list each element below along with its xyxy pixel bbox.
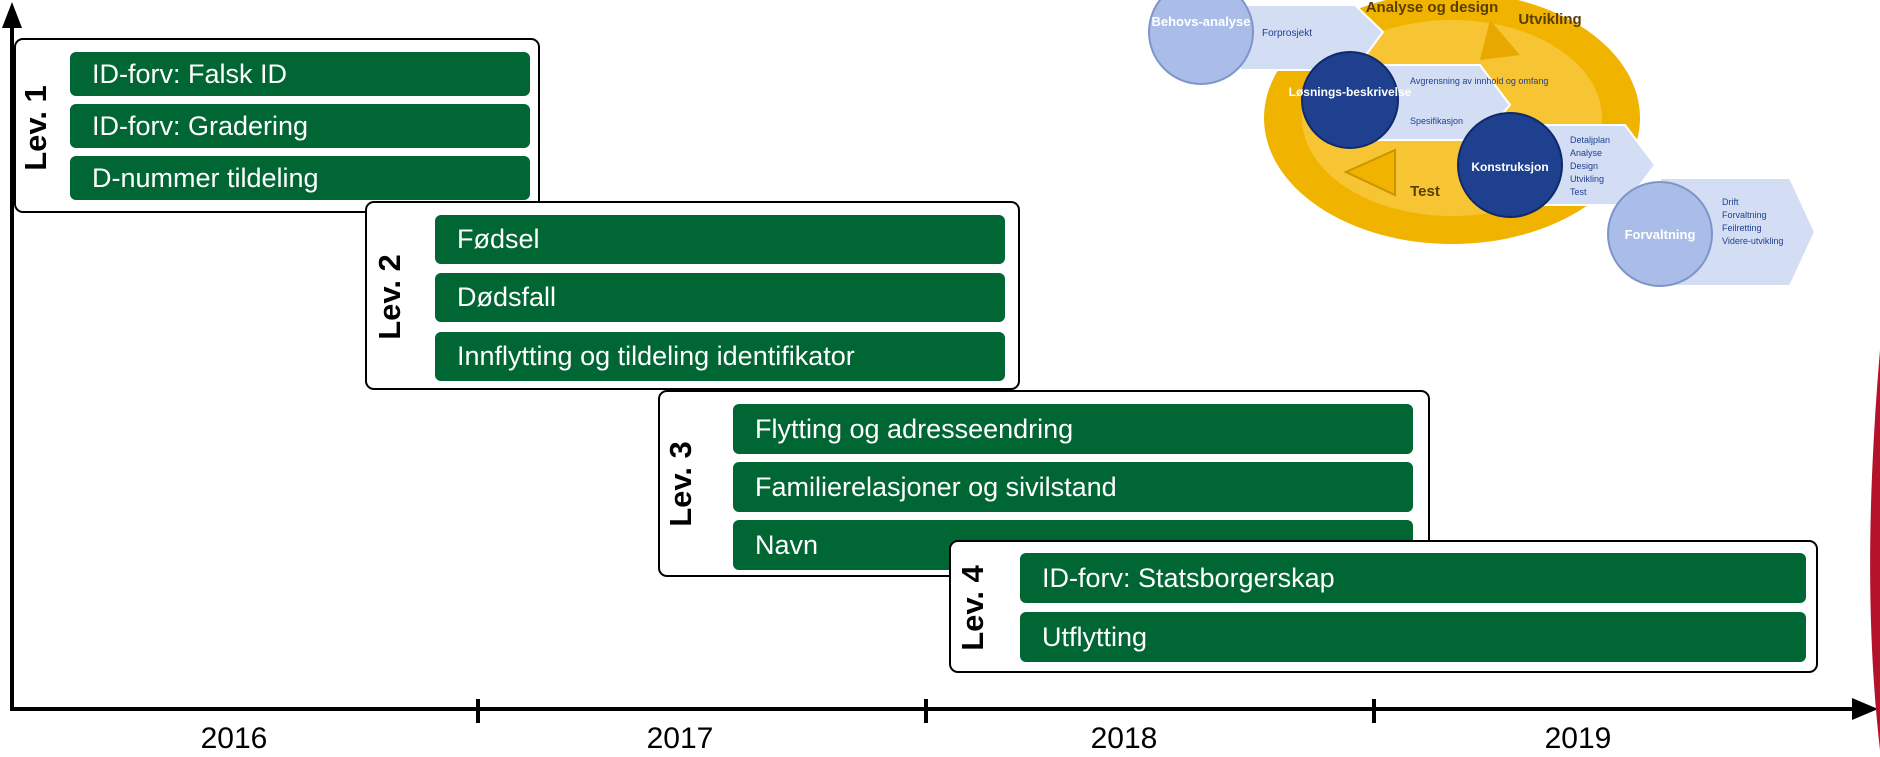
forvaltning-bullet: Drift bbox=[1722, 197, 1739, 207]
konstruksjon-bullet: Detaljplan bbox=[1570, 135, 1610, 145]
x-axis-tick bbox=[924, 699, 928, 723]
year-label: 2018 bbox=[1090, 722, 1158, 755]
forvaltning-bullet: Forvaltning bbox=[1722, 210, 1767, 220]
task-bar: D-nummer tildeling bbox=[70, 156, 530, 200]
analyse-design-label: Analyse og design bbox=[1366, 0, 1499, 16]
konstruksjon-bullet: Test bbox=[1570, 187, 1587, 197]
task-bar: Dødsfall bbox=[435, 273, 1005, 322]
konstruksjon-bullet: Utvikling bbox=[1570, 174, 1604, 184]
phase-lev-1: Lev. 1 ID-forv: Falsk ID ID-forv: Grader… bbox=[14, 38, 540, 213]
year-label: 2017 bbox=[646, 722, 714, 755]
forvaltning-label: Forvaltning bbox=[1625, 227, 1696, 242]
task-bar: Innflytting og tildeling identifikator bbox=[435, 332, 1005, 381]
y-axis bbox=[10, 20, 14, 710]
phase-label: Lev. 4 bbox=[955, 565, 990, 651]
losningsbeskrivelse-bullet: Avgrensning av innhold og omfang bbox=[1410, 76, 1548, 86]
losningsbeskrivelse-label: Løsnings-beskrivelse bbox=[1289, 85, 1412, 99]
x-axis-arrowhead bbox=[1852, 698, 1878, 720]
year-label: 2019 bbox=[1544, 722, 1612, 755]
phase-lev-4: Lev. 4 ID-forv: Statsborgerskap Utflytti… bbox=[949, 540, 1818, 673]
test-label: Test bbox=[1410, 183, 1440, 200]
process-model-diagram: Behovs-analyse Forprosjekt Analyse og de… bbox=[1148, 0, 1817, 287]
phase-label: Lev. 2 bbox=[372, 254, 407, 340]
year-label: 2016 bbox=[200, 722, 268, 755]
task-bar: Familierelasjoner og sivilstand bbox=[733, 462, 1413, 512]
behovsanalyse-bullet: Forprosjekt bbox=[1262, 28, 1312, 39]
x-axis-tick bbox=[1372, 699, 1376, 723]
losningsbeskrivelse-bullet: Spesifikasjon bbox=[1410, 116, 1463, 126]
behovsanalyse-circle bbox=[1148, 0, 1254, 85]
phase-label: Lev. 3 bbox=[663, 441, 698, 527]
task-bar: ID-forv: Falsk ID bbox=[70, 52, 530, 96]
y-axis-arrowhead bbox=[2, 2, 22, 28]
task-bar: Fødsel bbox=[435, 215, 1005, 264]
decorative-edge-shape bbox=[1870, 350, 1880, 750]
design-arrowhead bbox=[1480, 20, 1520, 60]
phase-label: Lev. 1 bbox=[18, 85, 53, 171]
utvikling-label: Utvikling bbox=[1518, 11, 1581, 28]
konstruksjon-label: Konstruksjon bbox=[1471, 160, 1548, 174]
x-axis-tick bbox=[476, 699, 480, 723]
task-bar: ID-forv: Gradering bbox=[70, 104, 530, 148]
task-bar: Utflytting bbox=[1020, 612, 1806, 662]
x-axis bbox=[10, 707, 1860, 711]
phase-lev-2: Lev. 2 Fødsel Dødsfall Innflytting og ti… bbox=[365, 201, 1020, 390]
konstruksjon-circle bbox=[1457, 112, 1563, 218]
test-arrowhead bbox=[1343, 148, 1396, 197]
forvaltning-circle bbox=[1607, 181, 1713, 287]
konstruksjon-bullet: Analyse bbox=[1570, 148, 1602, 158]
behovsanalyse-label: Behovs-analyse bbox=[1152, 14, 1251, 29]
task-bar: ID-forv: Statsborgerskap bbox=[1020, 553, 1806, 603]
losningsbeskrivelse-circle bbox=[1301, 51, 1399, 149]
forvaltning-bullet: Videre-utvikling bbox=[1722, 236, 1783, 246]
konstruksjon-bullet: Design bbox=[1570, 161, 1598, 171]
task-bar: Flytting og adresseendring bbox=[733, 404, 1413, 454]
forvaltning-bullet: Feilretting bbox=[1722, 223, 1762, 233]
